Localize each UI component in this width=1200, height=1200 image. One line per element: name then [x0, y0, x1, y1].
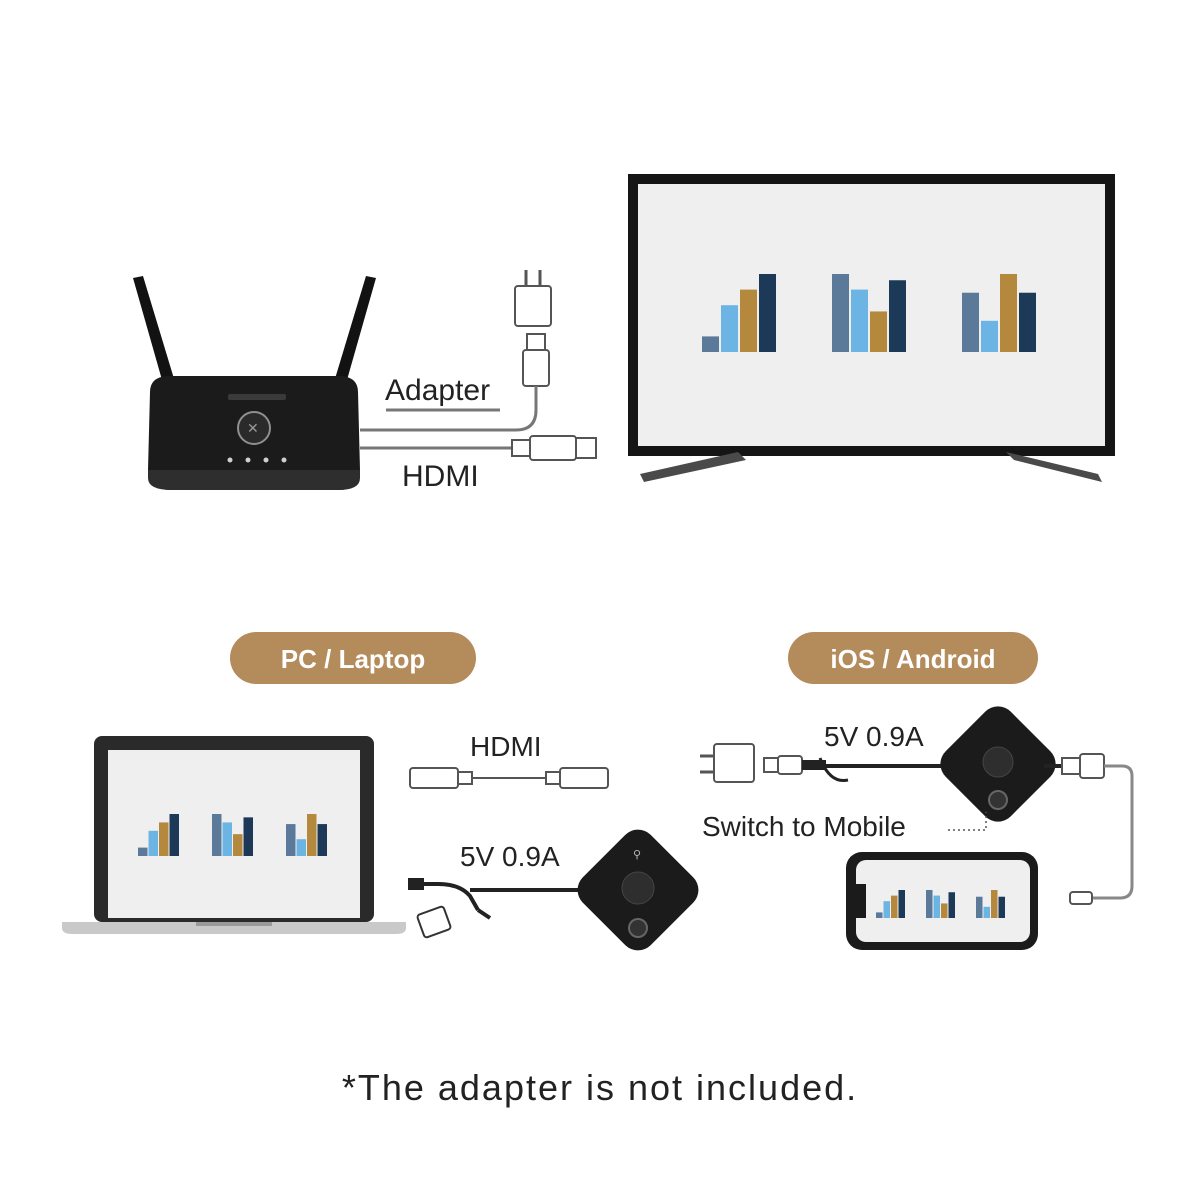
- chart-icon-bar: [981, 320, 998, 352]
- receiver-device: ✕: [133, 276, 376, 490]
- power-adapter-mobile-icon: [700, 743, 962, 783]
- chart-icon-bar: [702, 336, 719, 352]
- svg-text:✕: ✕: [247, 421, 259, 437]
- chart-icon-bar: [286, 824, 296, 856]
- hdmi-cable-icon: [360, 435, 597, 461]
- chart-icon-bar: [883, 901, 890, 918]
- chart-icon-bar: [926, 890, 933, 918]
- tv-display: [628, 174, 1115, 482]
- transmitter-mobile: [940, 706, 1134, 905]
- switch-to-mobile-label: Switch to Mobile: [702, 811, 906, 842]
- chart-icon-bar: [991, 890, 998, 918]
- hdmi-label: HDMI: [402, 460, 479, 493]
- chart-icon-bar: [1019, 292, 1036, 352]
- chart-icon-bar: [998, 896, 1005, 918]
- svg-text:⚲: ⚲: [633, 848, 641, 861]
- smartphone-device: [846, 852, 1038, 950]
- pc-section-title: PC / Laptop: [281, 644, 425, 674]
- chart-icon-bar: [851, 289, 868, 352]
- chart-icon-bar: [1000, 274, 1017, 352]
- mobile-section-title: iOS / Android: [830, 644, 995, 674]
- power-mobile-label: 5V 0.9A: [824, 721, 924, 752]
- chart-icon-bar: [169, 814, 179, 856]
- hdmi-pc-label: HDMI: [470, 731, 542, 762]
- chart-icon-bar: [898, 890, 905, 918]
- chart-icon-bar: [233, 834, 243, 856]
- chart-icon-bar: [740, 289, 757, 352]
- ios-android-pill: iOS / Android: [788, 632, 1038, 684]
- chart-icon-bar: [948, 892, 955, 918]
- laptop-device: [62, 736, 406, 934]
- transmitter-pc: ⚲: [408, 829, 699, 951]
- chart-icon-bar: [759, 274, 776, 352]
- hdmi-cable-pc-icon: [409, 767, 609, 789]
- chart-icon-bar: [138, 847, 148, 856]
- chart-icon-bar: [891, 895, 898, 918]
- chart-icon-bar: [243, 817, 253, 856]
- chart-icon-bar: [941, 903, 948, 918]
- chart-icon-bar: [222, 822, 232, 856]
- pc-laptop-pill: PC / Laptop: [230, 632, 476, 684]
- chart-icon-bar: [876, 912, 883, 918]
- laptop-chart-icons: [138, 814, 327, 856]
- chart-icon-bar: [870, 311, 887, 352]
- adapter-label: Adapter: [385, 374, 490, 407]
- chart-icon-bar: [148, 830, 158, 856]
- chart-icon-bar: [159, 822, 169, 856]
- phone-chart-icons: [876, 890, 1005, 918]
- power-pc-label: 5V 0.9A: [460, 841, 560, 872]
- chart-icon-bar: [832, 274, 849, 352]
- footnote: *The adapter is not included.: [342, 1067, 858, 1108]
- chart-icon-bar: [889, 280, 906, 352]
- chart-icon-bar: [962, 292, 979, 352]
- chart-icon-bar: [983, 906, 990, 918]
- chart-icon-bar: [307, 814, 317, 856]
- tv-chart-icons: [702, 274, 1036, 352]
- chart-icon-bar: [976, 896, 983, 918]
- chart-icon-bar: [933, 895, 940, 918]
- chart-icon-bar: [296, 839, 306, 856]
- chart-icon-bar: [212, 814, 222, 856]
- power-adapter-icon: [360, 270, 552, 432]
- chart-icon-bar: [317, 824, 327, 856]
- chart-icon-bar: [721, 305, 738, 352]
